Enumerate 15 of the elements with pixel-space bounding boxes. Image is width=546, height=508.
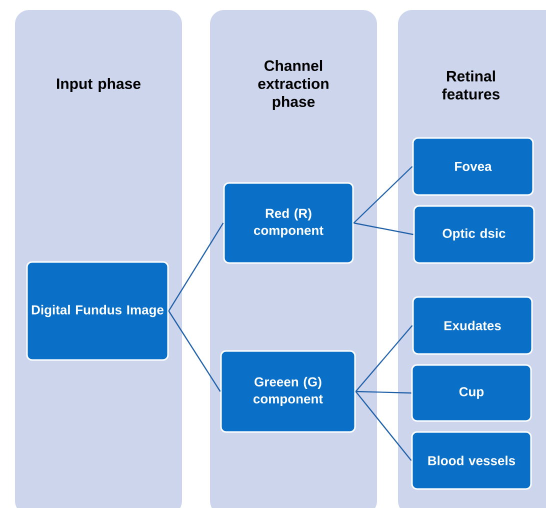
process-box: Cup: [411, 364, 532, 422]
process-box: Exudates: [412, 296, 533, 355]
connector-line: [168, 310, 221, 392]
process-box: Digital Fundus Image: [26, 261, 169, 361]
connector-line: [168, 222, 224, 312]
connector-line: [355, 325, 413, 392]
process-box: Fovea: [412, 137, 534, 196]
connector-line: [353, 166, 413, 224]
process-box: Optic dsic: [413, 205, 535, 264]
process-box: Blood vessels: [411, 431, 532, 490]
connector-line: [356, 390, 412, 394]
connector-line: [354, 222, 414, 236]
process-box: Red (R) component: [223, 182, 354, 264]
connector-line: [355, 391, 412, 461]
process-box: Greeen (G) component: [220, 350, 356, 433]
